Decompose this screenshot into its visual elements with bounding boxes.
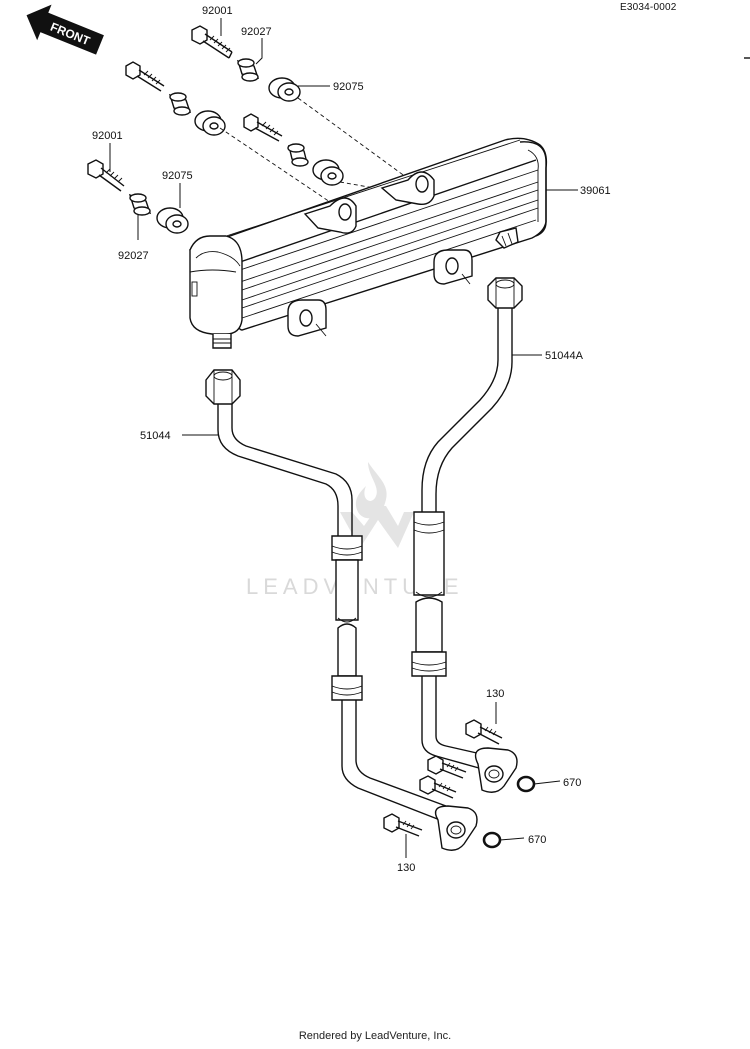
label-92075-top: 92075	[333, 81, 364, 93]
collar-92027-top	[236, 58, 260, 82]
grommet-row3	[312, 159, 344, 186]
collar-row3	[287, 143, 309, 167]
leader-lines	[109, 18, 578, 858]
label-670-lower: 670	[528, 834, 546, 846]
front-arrow: FRONT	[26, 4, 104, 55]
bolt-130-lower	[383, 813, 423, 837]
label-92001-top: 92001	[202, 5, 233, 17]
collar-92027-left	[128, 193, 152, 216]
bolt-92001-top	[191, 25, 233, 59]
label-92001-left: 92001	[92, 130, 123, 142]
grommet-row2	[194, 110, 226, 136]
grommet-92075-left	[156, 207, 189, 234]
collar-row2	[168, 92, 192, 116]
bolt-130-middle-a	[427, 755, 467, 779]
oil-pipe-51044	[205, 369, 478, 851]
label-92027-left: 92027	[118, 250, 149, 262]
label-130-bottom: 130	[397, 862, 415, 874]
label-39061: 39061	[580, 185, 611, 197]
oil-cooler-39061	[188, 137, 548, 349]
oil-pipe-51044a	[411, 277, 523, 793]
label-670-upper: 670	[563, 777, 581, 789]
bolt-130-middle-b	[419, 775, 457, 799]
bolt-92001-left	[87, 159, 125, 192]
label-51044: 51044	[140, 430, 171, 442]
bolt-130-upper	[465, 719, 503, 745]
label-130-upper: 130	[486, 688, 504, 700]
label-92075-left: 92075	[162, 170, 193, 182]
bolt-row2	[125, 61, 165, 92]
diagram-reference: E3034-0002	[620, 2, 677, 13]
o-ring-670-upper	[516, 775, 536, 793]
label-51044a: 51044A	[545, 350, 584, 362]
label-92027-top: 92027	[241, 26, 272, 38]
grommet-92075-top	[268, 77, 301, 102]
o-ring-670-lower	[482, 831, 502, 849]
bolt-row3	[243, 113, 283, 142]
footer-credit: Rendered by LeadVenture, Inc.	[298, 1030, 452, 1042]
